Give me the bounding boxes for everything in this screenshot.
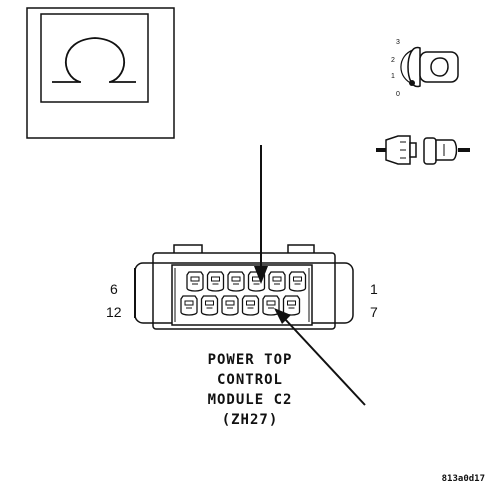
connector-caption: POWER TOP CONTROL MODULE C2 (ZH27) [150, 350, 350, 430]
pin-label-bottom-left: 12 [106, 304, 122, 320]
probe-arrow-bottom [274, 308, 366, 406]
pin-cavity [288, 271, 307, 292]
unplug-connector-icon [376, 135, 470, 165]
pin-cavity [227, 271, 245, 292]
ohm-symbol-icon [52, 37, 136, 83]
diagram-code: 813a0d17 [441, 474, 485, 484]
caption-line-4: (ZH27) [221, 412, 279, 428]
pin-label-top-right: 1 [370, 281, 378, 297]
probe-arrow-top [254, 145, 268, 284]
pin-cavity [282, 295, 301, 316]
pin-cavity [200, 295, 219, 316]
ignition-position-3: 3 [396, 39, 400, 46]
caption-line-2: CONTROL [216, 372, 283, 388]
caption-line-1: POWER TOP [207, 352, 293, 368]
pin-cavity [186, 271, 204, 292]
caption-line-3: MODULE C2 [207, 392, 293, 408]
ignition-key-icon: 3 2 1 0 [391, 39, 459, 98]
pin-label-top-left: 6 [110, 281, 118, 297]
ignition-position-0: 0 [396, 91, 400, 98]
pin-label-bottom-right: 7 [370, 304, 378, 320]
pin-cavity [221, 295, 239, 316]
ohmmeter-box [26, 7, 175, 139]
ignition-position-1: 1 [391, 73, 395, 80]
pin-cavity [262, 295, 280, 316]
connector-pin-grid [180, 271, 307, 316]
pin-cavity [206, 271, 225, 292]
pin-cavity [241, 295, 260, 316]
ignition-position-2: 2 [391, 57, 395, 64]
pin-cavity [268, 271, 286, 292]
pin-cavity [180, 295, 198, 316]
